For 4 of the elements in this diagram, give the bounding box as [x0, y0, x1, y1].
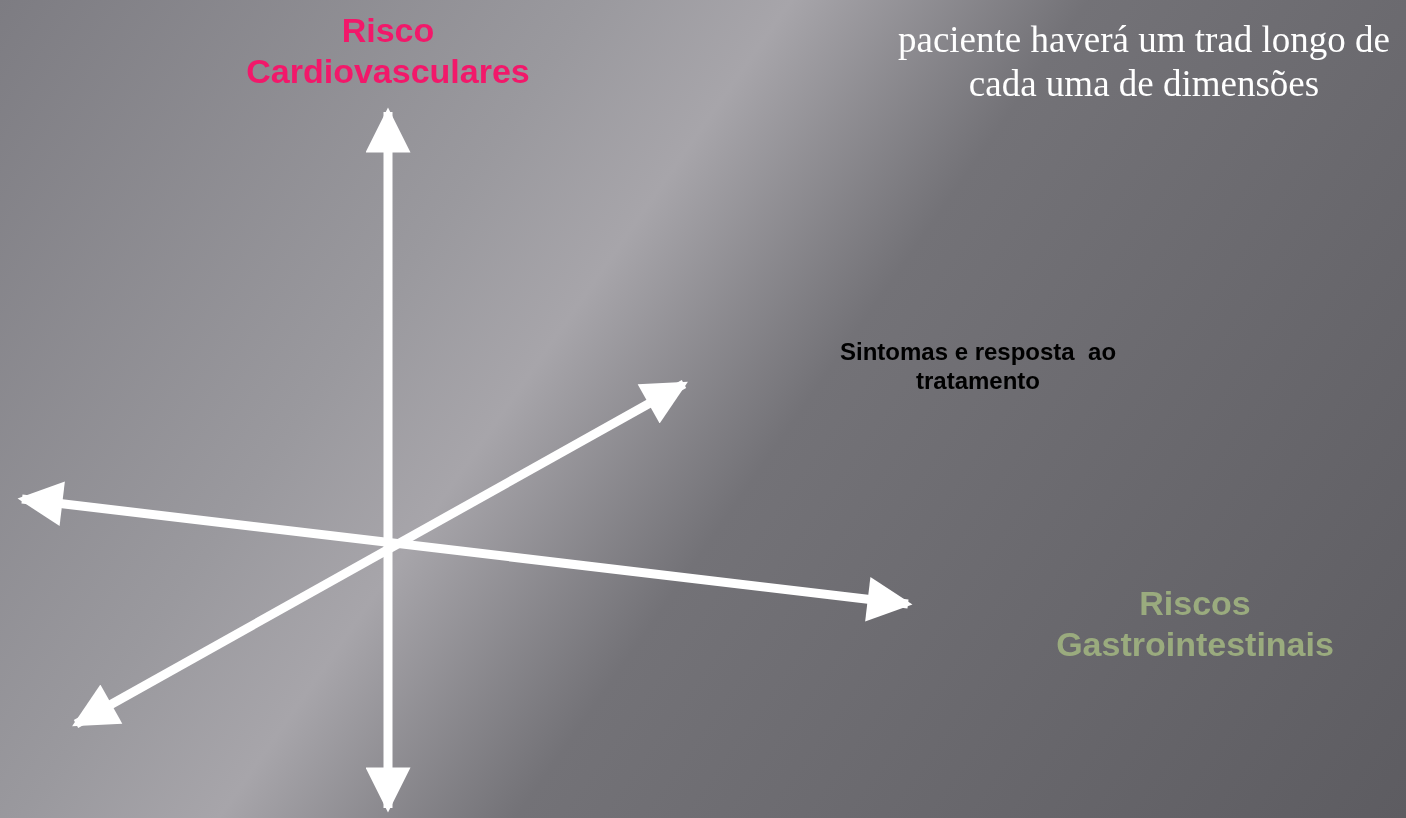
axis-label: Riscos Gastrointestinais	[1055, 583, 1335, 665]
axis-label: Risco Cardiovasculares	[245, 10, 531, 92]
note-text: paciente haverá um trad longo de cada uma de dimensões	[896, 18, 1392, 107]
axis-label: Sintomas e resposta ao tratamento	[838, 338, 1118, 396]
